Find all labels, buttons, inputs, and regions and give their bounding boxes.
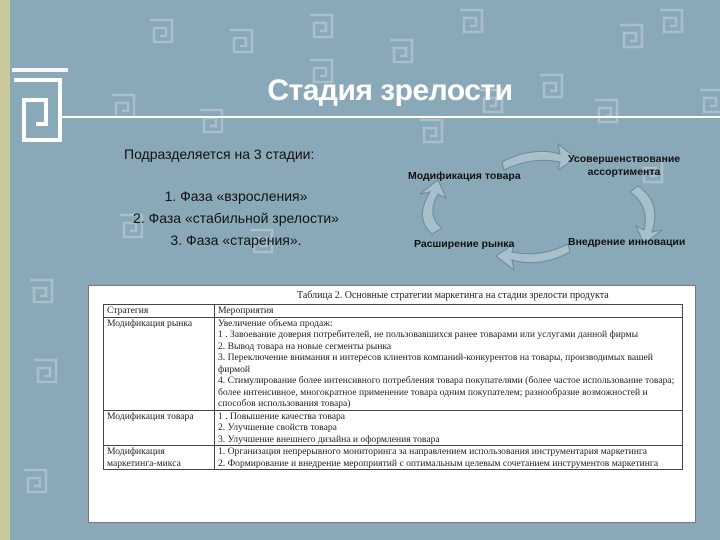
table-caption: Таблица 2. Основные стратегии маркетинга…	[297, 290, 609, 301]
table-row: Модификация товара 1 . Повышение качеств…	[104, 410, 683, 446]
strategy-cell: Модификация маркетинга-микса	[104, 446, 215, 470]
measure-item: 1. Организация непрерывного мониторинга …	[218, 446, 679, 458]
measure-item: 2. Формирование и внедрение мероприятий …	[218, 458, 679, 470]
phase-item: 2. Фаза «стабильной зрелости»	[108, 207, 364, 229]
cycle-modification-label: Модификация товара	[408, 170, 521, 182]
header-measures: Мероприятия	[215, 305, 683, 318]
measures-cell: Увеличение объема продаж: 1 . Завоевание…	[215, 317, 683, 410]
phase-item: 3. Фаза «старения».	[108, 229, 364, 251]
measure-item: 3. Переключение внимания и интересов кли…	[218, 352, 679, 375]
table-row: Модификация рынка Увеличение объема прод…	[104, 317, 683, 410]
measures-cell: 1. Организация непрерывного мониторинга …	[215, 446, 683, 470]
strategy-table-image: Таблица 2. Основные стратегии маркетинга…	[88, 285, 696, 523]
left-accent-bar	[0, 0, 10, 540]
measure-item: 2. Вывод товара на новые сегменты рынка	[218, 341, 679, 353]
strategy-cell: Модификация товара	[104, 410, 215, 446]
title-divider	[62, 116, 720, 118]
measure-item: 2. Улучшение свойств товара	[218, 422, 679, 434]
cycle-improvement-label: Усовершенствование ассортимента	[568, 153, 680, 179]
measure-item: 1 . Завоевание доверия потребителей, не …	[218, 329, 679, 341]
measure-item: 4. Стимулирование более интенсивного пот…	[218, 375, 679, 410]
measure-item: 1 . Повышение качества товара	[218, 411, 679, 423]
arrow-top-icon	[502, 144, 576, 170]
measure-item: Увеличение объема продаж:	[218, 318, 679, 330]
table-row: Модификация маркетинга-микса 1. Организа…	[104, 446, 683, 470]
strategy-cell: Модификация рынка	[104, 317, 215, 410]
strategy-table: Стратегия Мероприятия Модификация рынка …	[103, 304, 683, 470]
measures-cell: 1 . Повышение качества товара 2. Улучшен…	[215, 410, 683, 446]
cycle-innovation-label: Внедрение инновации	[568, 236, 685, 248]
phase-list: 1. Фаза «взросления» 2. Фаза «стабильной…	[108, 185, 364, 251]
slide-title: Стадия зрелости	[250, 74, 530, 114]
measure-item: 3. Улучшение внешнего дизайна и оформлен…	[218, 434, 679, 446]
arrow-left-icon	[420, 180, 446, 234]
phase-item: 1. Фаза «взросления»	[108, 185, 364, 207]
header-strategy: Стратегия	[104, 305, 215, 318]
intro-text: Подразделяется на 3 стадии:	[124, 146, 314, 162]
cycle-expansion-label: Расширение рынка	[414, 238, 514, 250]
large-meander-icon	[14, 80, 60, 140]
